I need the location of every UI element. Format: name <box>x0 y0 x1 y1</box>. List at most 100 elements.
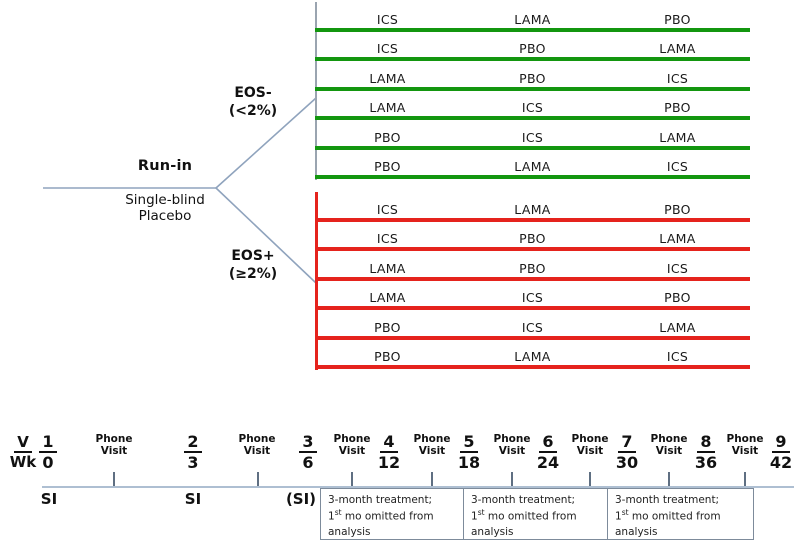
run-in-subtitle-line1: Single-blind <box>125 192 205 208</box>
treatment-box-line1: 3-month treatment; <box>471 494 576 506</box>
sequence-bar <box>315 365 750 369</box>
treatment-box-line1: 3-month treatment; <box>615 494 720 506</box>
phone-visit-tick-6 <box>589 472 591 486</box>
week-number: 42 <box>769 452 793 472</box>
visit-number: 5 <box>460 433 478 453</box>
sequence-cell: PBO <box>519 260 546 276</box>
table-row: ICS PBO LAMA <box>315 222 750 251</box>
eos-positive-name: EOS+ <box>231 248 275 264</box>
week-number: 24 <box>536 452 560 472</box>
phone-visit-label-8: Phone Visit <box>726 433 764 457</box>
sequence-cell: PBO <box>374 129 401 145</box>
week-number: 30 <box>615 452 639 472</box>
table-row: ICS LAMA PBO <box>315 2 750 32</box>
timeline-visit-7: 7 30 <box>610 432 644 472</box>
table-row: LAMA ICS PBO <box>315 91 750 120</box>
sequence-cell: ICS <box>521 129 544 145</box>
eos-negative-criterion: (<2%) <box>228 102 278 119</box>
eos-positive-criterion: (≥2%) <box>228 265 278 282</box>
sequence-cell: ICS <box>666 159 689 174</box>
sequence-cell: PBO <box>664 100 691 115</box>
phone-visit-tick-2 <box>257 472 259 486</box>
sequence-cell: LAMA <box>514 201 551 217</box>
sequence-cell: PBO <box>519 41 546 56</box>
timeline-visit-2: 2 3 <box>178 432 208 472</box>
visit-number: 9 <box>772 433 790 453</box>
table-row: PBO LAMA ICS <box>315 150 750 179</box>
sequence-cell: PBO <box>519 70 546 86</box>
week-number: 3 <box>187 452 199 472</box>
sequence-cell: LAMA <box>659 319 696 335</box>
visit-number: 4 <box>380 433 398 453</box>
timeline-visit-4: 4 12 <box>372 432 406 472</box>
sequence-cell: PBO <box>664 201 691 217</box>
sequence-cell: ICS <box>666 70 689 86</box>
table-row: PBO ICS LAMA <box>315 120 750 150</box>
sequence-bar <box>315 335 750 340</box>
table-row: LAMA PBO ICS <box>315 61 750 91</box>
sequence-cell: ICS <box>521 319 544 335</box>
sequence-bar <box>315 306 750 310</box>
timeline-visit-3: 3 6 <box>293 432 323 472</box>
treatment-box-line3: analysis <box>471 525 514 538</box>
sequence-bar <box>315 57 750 61</box>
sequence-cell: PBO <box>374 159 401 174</box>
visit-number: 3 <box>299 433 317 453</box>
sequence-bar <box>315 27 750 32</box>
sequence-block-eos-negative: ICS LAMA PBO ICS PBO LAMA LAMA PBO ICS L… <box>315 2 750 180</box>
week-number: 36 <box>694 452 718 472</box>
table-row: ICS LAMA PBO <box>315 192 750 222</box>
sequence-bar <box>315 276 750 281</box>
treatment-period-box-2: 3-month treatment; 1st mo omitted from a… <box>463 488 610 540</box>
table-row: PBO LAMA ICS <box>315 340 750 369</box>
sequence-cell: ICS <box>666 260 689 276</box>
sequence-cell: LAMA <box>369 290 406 305</box>
sequence-cell: ICS <box>666 349 689 364</box>
sequence-cell: LAMA <box>514 159 551 174</box>
timeline-axis <box>42 486 794 488</box>
phone-visit-tick-7 <box>668 472 670 486</box>
sequence-cell: LAMA <box>369 260 406 276</box>
week-number: 12 <box>377 452 401 472</box>
phone-visit-label-6: Phone Visit <box>571 433 609 457</box>
sequence-cell: LAMA <box>659 231 696 246</box>
phone-visit-tick-3 <box>351 472 353 486</box>
sequence-cell: ICS <box>376 11 399 27</box>
tree-connectors <box>43 97 317 284</box>
si-marker-3: (SI) <box>285 490 317 508</box>
sequence-cell: ICS <box>376 201 399 217</box>
eos-negative-name: EOS- <box>234 85 272 101</box>
phone-visit-label-7: Phone Visit <box>650 433 688 457</box>
treatment-box-line2: 1st mo omitted from <box>328 508 434 523</box>
week-number: 0 <box>42 452 54 472</box>
table-row: ICS PBO LAMA <box>315 32 750 61</box>
run-in-subtitle-line2: Placebo <box>138 208 192 225</box>
visit-number: 1 <box>39 433 57 453</box>
phone-visit-label-4: Phone Visit <box>413 433 451 457</box>
phone-visit-tick-1 <box>113 472 115 486</box>
phone-visit-label-5: Phone Visit <box>493 433 531 457</box>
phone-visit-tick-4 <box>431 472 433 486</box>
sequence-cell: PBO <box>664 290 691 305</box>
timeline-header-week: Wk <box>9 452 37 471</box>
sequence-bar <box>315 86 750 91</box>
timeline-visit-1: 1 0 <box>33 432 63 472</box>
si-marker-1: SI <box>40 490 58 508</box>
branch-label-eos-positive: EOS+ (≥2%) <box>205 248 301 283</box>
sequence-bar <box>315 145 750 150</box>
phone-visit-tick-5 <box>511 472 513 486</box>
week-number: 18 <box>457 452 481 472</box>
timeline-header-visit: V <box>14 434 32 453</box>
treatment-box-line3: analysis <box>328 525 371 538</box>
sequence-cell: ICS <box>376 231 399 246</box>
sequence-cell: PBO <box>374 319 401 335</box>
visit-number: 2 <box>184 433 202 453</box>
sequence-cell: LAMA <box>659 41 696 56</box>
sequence-cell: PBO <box>664 11 691 27</box>
block-left-edge-red <box>315 192 318 370</box>
sequence-bar <box>315 217 750 222</box>
sequence-cell: LAMA <box>369 100 406 115</box>
treatment-box-line1: 3-month treatment; <box>328 494 433 506</box>
timeline-visit-8: 8 36 <box>689 432 723 472</box>
